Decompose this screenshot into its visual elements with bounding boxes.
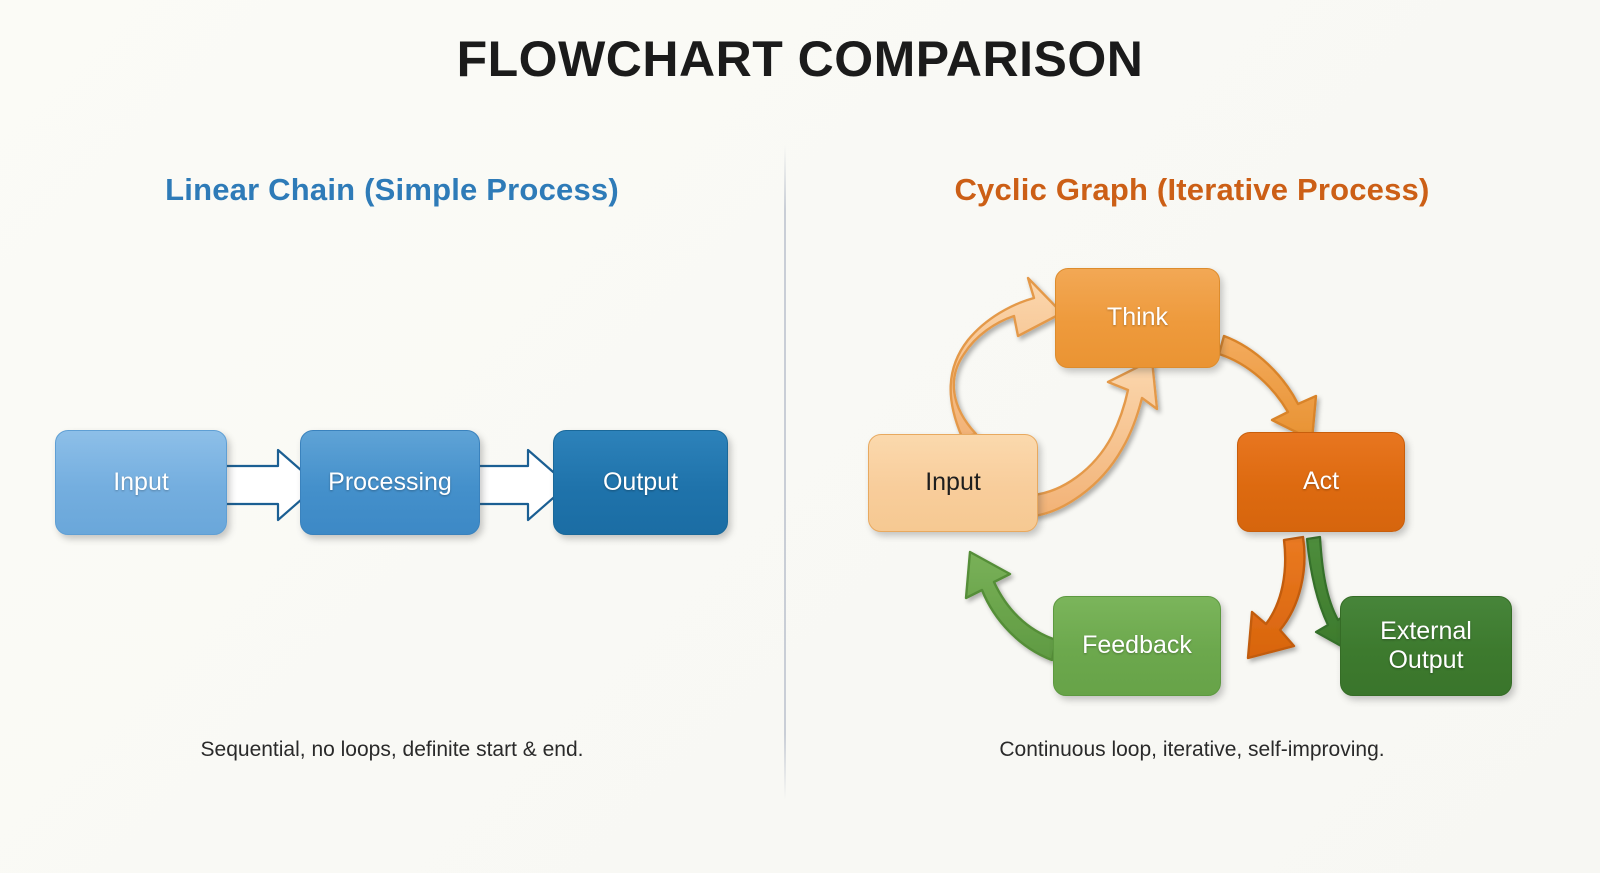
panel-left-caption: Sequential, no loops, definite start & e… <box>200 738 584 761</box>
node-label: Think <box>1106 303 1169 332</box>
node-output[interactable]: Output <box>553 430 728 535</box>
page-title: FLOWCHART COMPARISON <box>456 31 1144 87</box>
node-processing[interactable]: Processing <box>300 430 480 535</box>
panel-right-subtitle: Cyclic Graph (Iterative Process) <box>954 172 1430 207</box>
node-feedback[interactable]: Feedback <box>1053 596 1221 696</box>
node-act[interactable]: Act <box>1237 432 1405 532</box>
panel-left-subtitle: Linear Chain (Simple Process) <box>165 172 619 207</box>
panel-right-caption: Continuous loop, iterative, self-improvi… <box>999 738 1385 761</box>
node-label: Input <box>925 468 981 497</box>
node-label: Input <box>113 467 169 496</box>
node-label: Output <box>602 467 679 496</box>
node-external-output[interactable]: External Output <box>1340 596 1512 696</box>
panel-divider <box>784 145 786 800</box>
node-label: External Output <box>1380 616 1472 675</box>
node-label: Act <box>1302 467 1340 496</box>
node-input-cycle[interactable]: Input <box>868 434 1038 532</box>
panel-linear-chain: Linear Chain (Simple Process) Input Proc… <box>0 0 784 873</box>
panel-cyclic-graph: Cyclic Graph (Iterative Process) <box>784 0 1600 873</box>
node-input-linear[interactable]: Input <box>55 430 227 535</box>
node-label: Feedback <box>1082 631 1192 660</box>
node-think[interactable]: Think <box>1055 268 1220 368</box>
node-label: Processing <box>328 467 452 496</box>
